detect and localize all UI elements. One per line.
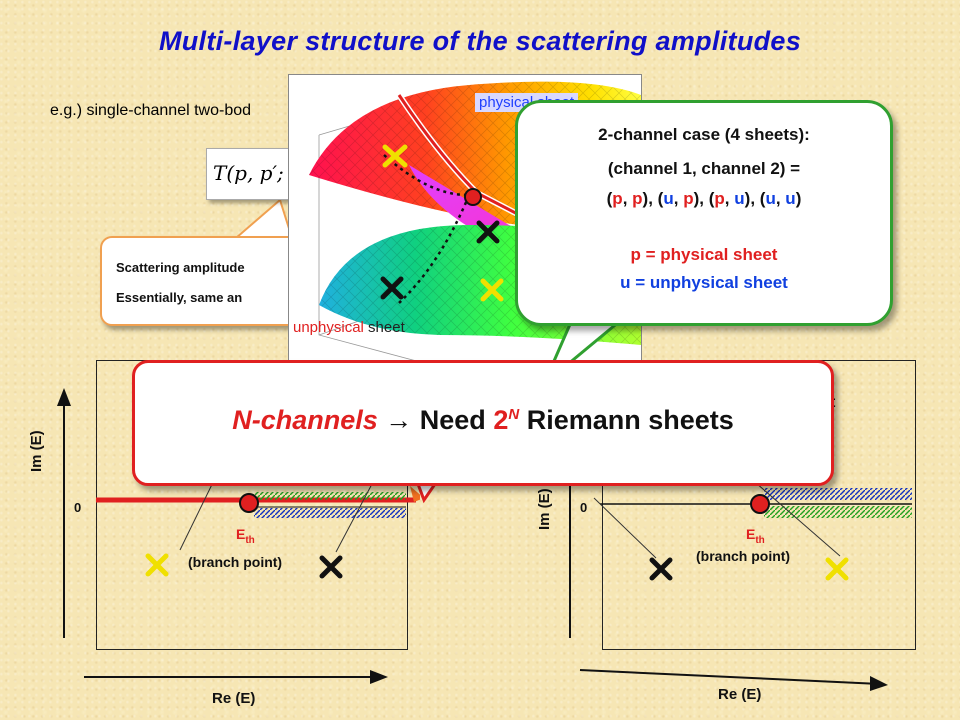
right-eth-label: Eth bbox=[746, 526, 765, 546]
right-branch-label: (branch point) bbox=[696, 548, 791, 564]
n-channels-text: N-channels bbox=[232, 405, 378, 435]
pole-cross-yellow-low bbox=[480, 278, 504, 302]
riemann-sheets-text: Riemann sheets bbox=[526, 405, 734, 435]
sheet-pair-0: (p, p) bbox=[606, 189, 649, 208]
slide-title: Multi-layer structure of the scattering … bbox=[158, 26, 802, 56]
sheet-pairs: (p, p), (u, p), (p, u), (u, u) bbox=[606, 189, 802, 208]
unphysical-word: unphysical bbox=[293, 319, 364, 336]
right-zero-label: 0 bbox=[580, 500, 588, 515]
need-text: Need bbox=[419, 405, 486, 435]
implies-arrow: → bbox=[385, 405, 413, 435]
right-pole-black bbox=[649, 557, 673, 581]
sheet-word: sheet bbox=[363, 319, 405, 336]
intro-text: e.g.) single-channel two-bod bbox=[50, 102, 252, 119]
unphysical-sheet-label: unphysical sheet bbox=[293, 319, 405, 336]
sheet-pair-1: (u, p) bbox=[657, 189, 700, 208]
green-callout-pairs: (p, p), (u, p), (p, u), (u, u) bbox=[518, 189, 890, 209]
green-callout-title: 2-channel case (4 sheets): bbox=[598, 125, 810, 144]
orange-callout-line1: Scattering amplitude bbox=[116, 260, 245, 275]
right-pole-yellow bbox=[825, 557, 849, 581]
left-pole-black bbox=[319, 555, 343, 579]
pole-cross-black-low bbox=[380, 276, 404, 300]
pole-cross-yellow-top bbox=[382, 144, 408, 168]
orange-callout-line2: Essentially, same an bbox=[116, 290, 243, 305]
left-im-axis-label: Im (E) bbox=[28, 430, 45, 472]
green-callout: 2-channel case (4 sheets): (channel 1, c… bbox=[515, 100, 893, 326]
riemann-sheet-count-statement: N-channels → Need 2N Riemann sheets bbox=[135, 405, 831, 436]
unphysical-definition: u = unphysical sheet bbox=[620, 273, 788, 292]
sheet-pair-3: (u, u) bbox=[759, 189, 802, 208]
red-callout: N-channels → Need 2N Riemann sheets bbox=[132, 360, 834, 486]
left-zero-label: 0 bbox=[74, 500, 82, 515]
right-plot-drawing bbox=[569, 475, 912, 691]
right-re-axis-label: Re (E) bbox=[718, 686, 762, 703]
power-two: 2N bbox=[493, 405, 520, 435]
physical-definition: p = physical sheet bbox=[630, 245, 778, 264]
pole-cross-black-mid bbox=[476, 220, 500, 244]
sheet-pair-2: (p, u) bbox=[708, 189, 751, 208]
left-re-axis-label: Re (E) bbox=[212, 690, 256, 707]
left-eth-label: Eth bbox=[236, 526, 255, 546]
left-branch-label: (branch point) bbox=[188, 554, 283, 570]
green-callout-line2: (channel 1, channel 2) = bbox=[607, 159, 801, 178]
left-pole-yellow bbox=[145, 553, 169, 577]
